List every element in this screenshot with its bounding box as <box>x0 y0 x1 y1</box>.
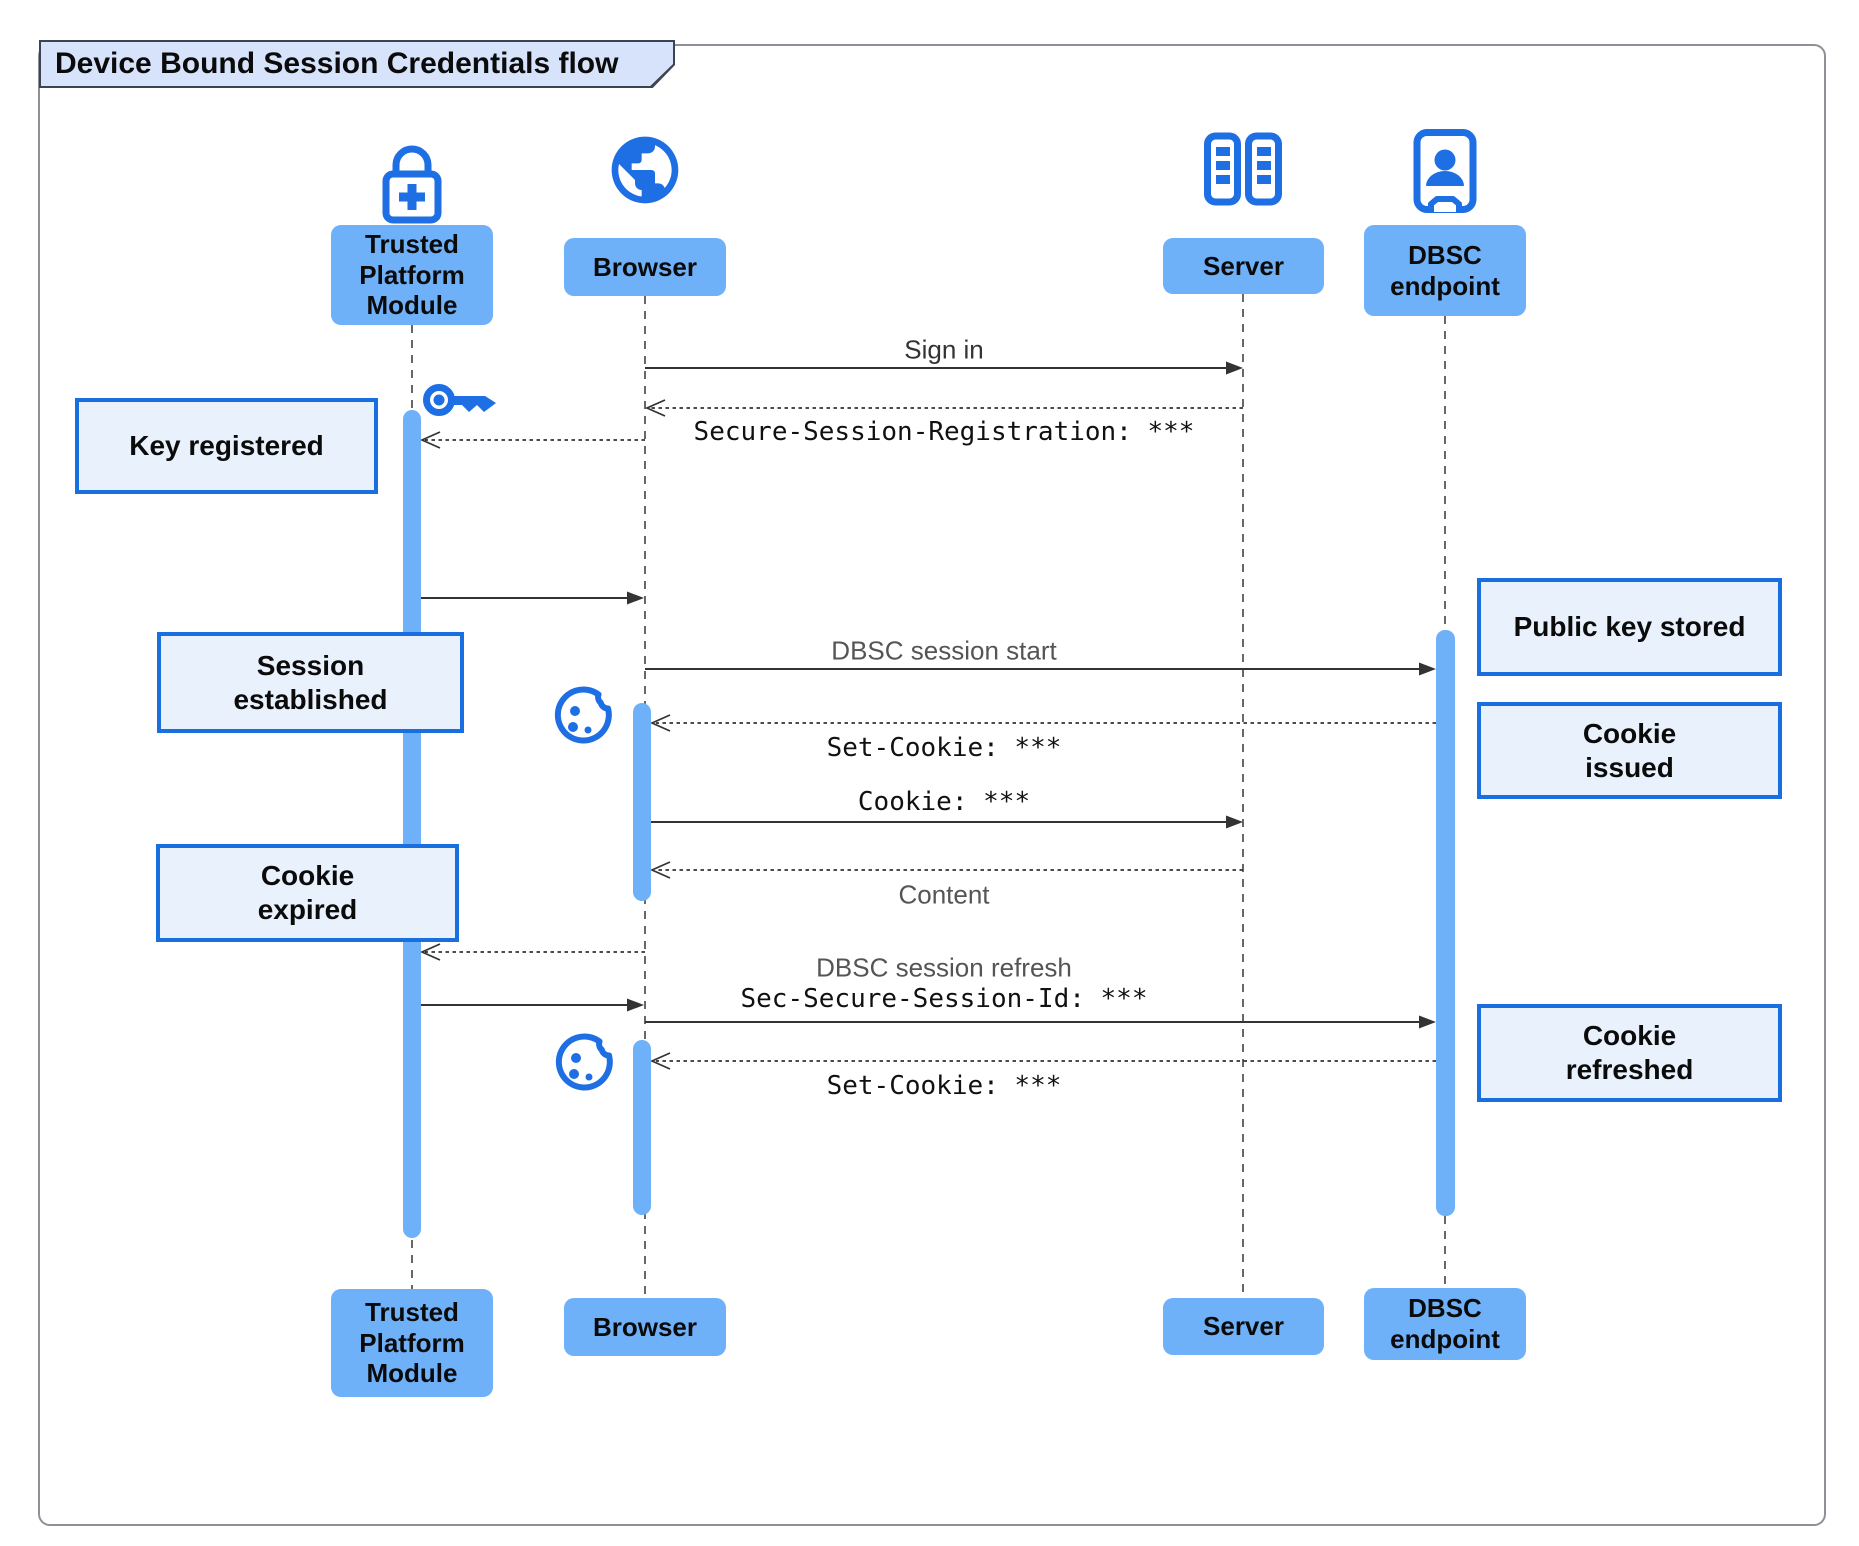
open-arrowheads <box>419 399 671 1070</box>
message-label-sec-secure-session-id: Sec-Secure-Session-Id: *** <box>740 984 1148 1014</box>
message-label-set-cookie-2: Set-Cookie: *** <box>826 1071 1062 1101</box>
activation-bar-browser-2 <box>633 1040 651 1215</box>
note-cookie-expired: Cookie expired <box>156 844 459 942</box>
participant-label: Server <box>1203 1311 1284 1342</box>
message-label-dbsc-session-start: DBSC session start <box>831 635 1057 666</box>
participant-label: Trusted Platform Module <box>359 1296 465 1389</box>
note-label: Public key stored <box>1513 611 1746 643</box>
note-session-established: Session established <box>157 632 464 733</box>
note-label: Cookie expired <box>257 860 358 925</box>
participant-bottom-tpm: Trusted Platform Module <box>331 1289 493 1397</box>
participant-label: DBSC endpoint <box>1390 239 1500 301</box>
message-label-set-cookie-1: Set-Cookie: *** <box>826 733 1062 763</box>
arrowhead-set-cookie-2 <box>649 1052 671 1070</box>
message-label-dbsc-session-refresh: DBSC session refresh <box>816 952 1072 983</box>
participant-label: DBSC endpoint <box>1390 1293 1500 1354</box>
participant-top-tpm: Trusted Platform Module <box>331 225 493 325</box>
arrowhead-browser-to-tpm-2 <box>419 943 441 961</box>
globe-icon <box>605 130 685 210</box>
arrowhead-secure-session-registration <box>644 399 666 417</box>
participant-label: Browser <box>592 1311 698 1342</box>
message-label-cookie: Cookie: *** <box>857 787 1031 817</box>
server-rack-icon <box>1203 132 1283 206</box>
solid-arrows <box>421 367 1421 1023</box>
arrowhead-set-cookie-1 <box>649 714 671 732</box>
note-label: Cookie issued <box>1582 717 1677 783</box>
diagram-title: Device Bound Session Credentials flow <box>55 47 619 80</box>
note-label: Cookie refreshed <box>1565 1020 1694 1085</box>
note-label: Session established <box>233 649 388 715</box>
message-label-content: Content <box>898 879 990 910</box>
note-cookie-issued: Cookie issued <box>1477 702 1782 799</box>
arrowhead-dbsc-session-start <box>1419 662 1436 676</box>
arrowhead-tpm-to-browser-1 <box>627 591 644 605</box>
participant-label: Browser <box>592 251 698 282</box>
note-key-registered: Key registered <box>75 398 378 494</box>
message-label-secure-session-registration: Secure-Session-Registration: *** <box>693 417 1195 447</box>
arrowhead-tpm-to-browser-2 <box>627 998 644 1012</box>
participant-top-dbsc: DBSC endpoint <box>1364 225 1526 316</box>
diagram-title-tab: Device Bound Session Credentials flow <box>39 40 675 88</box>
participant-bottom-server: Server <box>1163 1298 1324 1355</box>
arrowhead-browser-to-tpm-1 <box>419 431 441 449</box>
note-label: Key registered <box>129 430 324 462</box>
activation-bar-browser-1 <box>633 703 651 901</box>
lock-plus-icon <box>379 136 445 224</box>
arrowhead-cookie <box>1226 815 1243 829</box>
cookie-icon <box>550 684 614 748</box>
participant-top-browser: Browser <box>564 238 726 296</box>
participant-label: Trusted Platform Module <box>359 228 465 321</box>
key-icon <box>422 376 504 424</box>
note-cookie-refreshed: Cookie refreshed <box>1477 1004 1782 1102</box>
arrowhead-sign-in <box>1226 361 1243 375</box>
activation-bar-tpm <box>403 410 421 1238</box>
message-label-sign-in: Sign in <box>904 334 984 365</box>
participant-label: Server <box>1203 250 1284 281</box>
note-public-key-stored: Public key stored <box>1477 578 1782 676</box>
cookie-icon <box>551 1031 615 1095</box>
participant-bottom-browser: Browser <box>564 1298 726 1356</box>
door-person-icon <box>1412 128 1478 214</box>
arrowhead-dbsc-session-refresh <box>1419 1015 1436 1029</box>
activation-bar-dbsc <box>1436 630 1455 1216</box>
dashed-arrows <box>425 407 1436 1062</box>
participant-top-server: Server <box>1163 238 1324 294</box>
arrowhead-content <box>649 861 671 879</box>
diagram-title-tab-inner: Device Bound Session Credentials flow <box>41 42 673 86</box>
solid-arrowheads <box>627 361 1436 1029</box>
participant-bottom-dbsc: DBSC endpoint <box>1364 1288 1526 1360</box>
